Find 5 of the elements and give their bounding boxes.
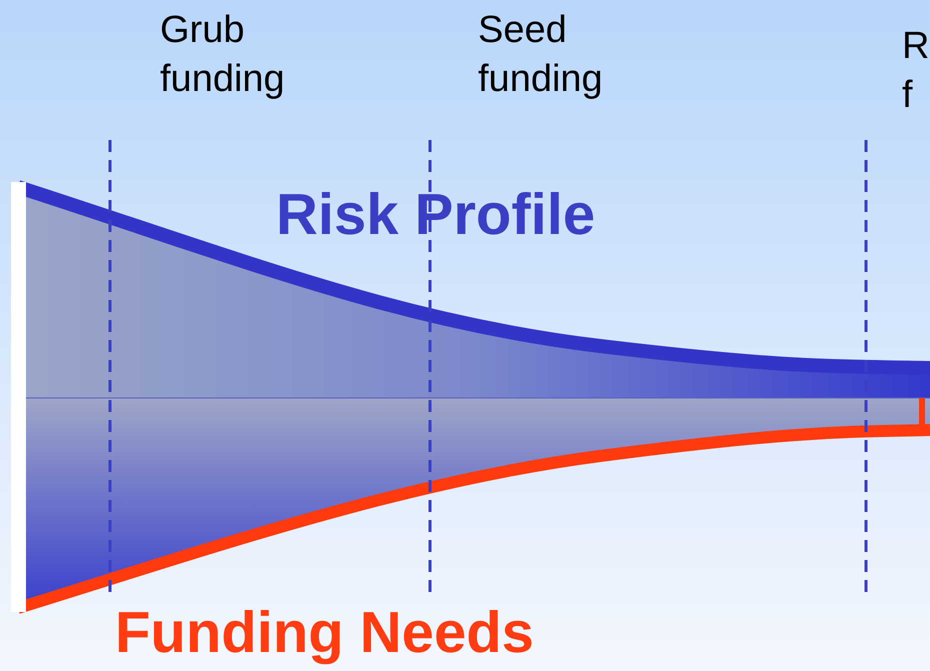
stage-label: Seed funding: [478, 8, 604, 102]
stage-label: R f: [902, 24, 929, 118]
curve-label: Funding Needs: [115, 604, 534, 662]
curve-label: Risk Profile: [276, 186, 596, 244]
stage-label: Grub funding: [160, 8, 286, 102]
